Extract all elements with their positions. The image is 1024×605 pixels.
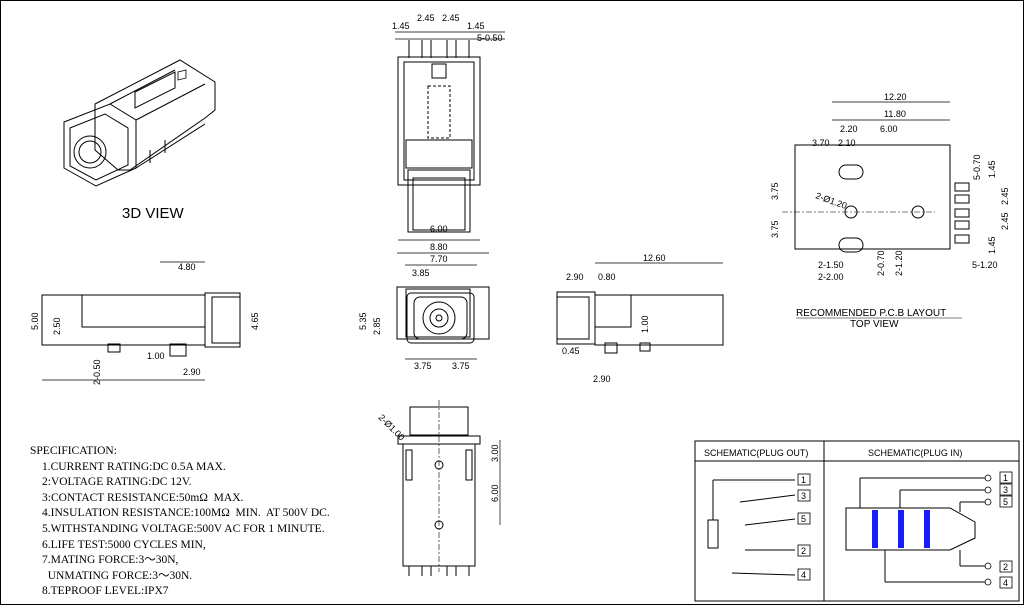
dim-top-5: 5-0.50 <box>477 33 503 43</box>
dim-pcb-8: 1.45 <box>987 160 997 178</box>
spec-item: UNMATING FORCE:3～30N. <box>42 569 193 582</box>
dim-pcb-16: 2-2.00 <box>818 272 844 282</box>
dim-ls-2: 5.00 <box>30 312 40 330</box>
spec-item: 1.CURRENT RATING:DC 0.5A MAX. <box>42 460 226 473</box>
pcb-caption-1: RECOMMENDED P.C.B LAYOUT <box>796 308 946 319</box>
right-side-view <box>556 262 724 354</box>
dim-ls-1: 4.80 <box>178 262 196 272</box>
pin-in-2: 2 <box>1003 562 1008 572</box>
top-view <box>395 31 505 241</box>
dim-pcb-10: 2.45 <box>1000 187 1010 205</box>
pin-in-4: 4 <box>1003 578 1008 588</box>
pin-out-2: 2 <box>801 546 806 556</box>
spec-item: 7.MATING FORCE:3～30N, <box>42 554 179 567</box>
dim-top-2: 2.45 <box>417 13 435 23</box>
dim-bt-3: 6.00 <box>490 484 500 502</box>
dim-pcb-3: 2.20 <box>840 124 858 134</box>
schematic-plug-in-title: SCHEMATIC(PLUG IN) <box>868 448 962 458</box>
front-view <box>396 252 490 360</box>
dim-rs-1: 12.60 <box>643 253 666 263</box>
3d-view <box>63 59 216 187</box>
dim-top-6: 6.00 <box>430 224 448 234</box>
dim-pcb-7: 5-0.70 <box>972 154 982 180</box>
dim-ls-3: 2.50 <box>52 317 62 335</box>
pin-in-5: 5 <box>1003 497 1008 507</box>
plug-ring <box>898 510 904 548</box>
dim-pcb-19: 5-1.20 <box>972 260 998 270</box>
pcb-layout <box>782 101 970 253</box>
dim-top-1: 1.45 <box>392 21 410 31</box>
pin-in-3: 3 <box>1003 485 1008 495</box>
specification-block: SPECIFICATION: 1.CURRENT RATING:DC 0.5A … <box>30 444 330 600</box>
plug-out-pins <box>797 473 811 581</box>
dim-pcb-5: 3.70 <box>812 138 830 148</box>
dim-pcb-18: 2-1.20 <box>894 250 904 276</box>
spec-item: 6.LIFE TEST:5000 CYCLES MIN, <box>42 538 206 551</box>
dim-top-4: 1.45 <box>467 21 485 31</box>
pin-out-5: 5 <box>801 514 806 524</box>
dim-pcb-9: 2-Ø1.20 <box>814 190 848 211</box>
dim-pcb-17: 2-0.70 <box>876 250 886 276</box>
pin-in-1: 1 <box>1003 473 1008 483</box>
pin-out-3: 3 <box>801 491 806 501</box>
plug-ring <box>872 510 878 548</box>
plug-ring <box>924 510 930 548</box>
plug-rings <box>872 510 930 548</box>
dim-pcb-2: 11.80 <box>884 109 906 119</box>
dim-pcb-14: 3.75 <box>770 220 780 238</box>
spec-item: 2:VOLTAGE RATING:DC 12V. <box>42 476 192 489</box>
dim-pcb-1: 12.20 <box>884 92 907 102</box>
dim-pcb-6: 2.10 <box>838 138 856 148</box>
pin-out-1: 1 <box>801 475 806 485</box>
plug-in-pins <box>984 471 1013 589</box>
dim-fr-2: 7.70 <box>430 254 448 264</box>
3d-view-label: 3D VIEW <box>122 205 185 222</box>
pin-out-4: 4 <box>801 570 806 580</box>
bottom-view <box>397 400 501 576</box>
spec-title: SPECIFICATION: <box>30 445 117 457</box>
dim-fr-3: 3.85 <box>412 268 430 278</box>
pcb-caption-2: TOP VIEW <box>850 319 899 330</box>
dim-ls-6: 2-0.50 <box>92 359 102 385</box>
dim-rs-2: 2.90 <box>566 272 584 282</box>
spec-item: 5.WITHSTANDING VOLTAGE:500V AC FOR 1 MIN… <box>42 522 325 535</box>
dim-ls-4: 4.65 <box>250 312 260 330</box>
dim-fr-7: 3.75 <box>452 361 470 371</box>
dim-rs-6: 2.90 <box>593 374 611 384</box>
dim-pcb-15: 2-1.50 <box>818 260 844 270</box>
dim-fr-6: 3.75 <box>414 361 432 371</box>
schematic-plug-out-title: SCHEMATIC(PLUG OUT) <box>704 448 808 458</box>
dim-rs-4: 1.00 <box>640 315 650 333</box>
spec-item: 3:CONTACT RESISTANCE:50mΩ MAX. <box>42 491 244 504</box>
dim-pcb-4: 6.00 <box>880 124 898 134</box>
dim-ls-5: 1.00 <box>147 351 165 361</box>
schematic-box <box>694 440 1020 602</box>
dim-ls-7: 2.90 <box>183 367 201 377</box>
dim-rs-3: 0.80 <box>598 272 616 282</box>
dim-top-3: 2.45 <box>442 13 460 23</box>
dim-fr-4: 5.35 <box>358 312 368 330</box>
spec-item: 4.INSULATION RESISTANCE:100MΩ MIN. AT 50… <box>42 507 330 520</box>
left-side-view <box>41 261 241 381</box>
dim-bt-1: 2-Ø1.00 <box>377 412 407 442</box>
dim-pcb-13: 3.75 <box>770 182 780 200</box>
dim-pcb-12: 1.45 <box>987 236 997 254</box>
dim-fr-5: 2.85 <box>372 317 382 335</box>
dim-bt-2: 3.00 <box>490 444 500 462</box>
dim-pcb-11: 2.45 <box>1000 212 1010 230</box>
dim-rs-5: 0.45 <box>562 346 580 356</box>
spec-item: 8.TEPROOF LEVEL:IPX7 <box>42 585 169 598</box>
dim-fr-1: 8.80 <box>430 242 448 252</box>
